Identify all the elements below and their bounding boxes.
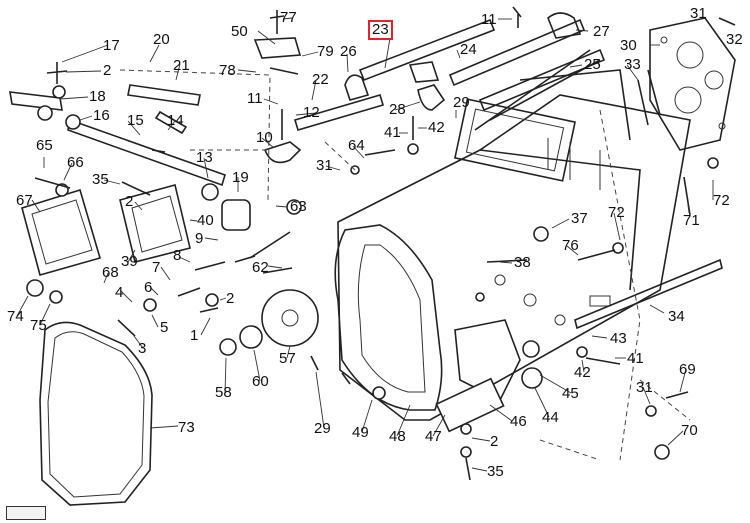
callout-64[interactable]: 64 bbox=[348, 137, 365, 154]
callout-60[interactable]: 60 bbox=[252, 373, 269, 390]
callout-11-mid[interactable]: 11 bbox=[247, 90, 263, 107]
callout-46[interactable]: 46 bbox=[510, 413, 527, 430]
callout-16[interactable]: 16 bbox=[93, 107, 110, 124]
callout-49[interactable]: 49 bbox=[352, 424, 369, 441]
callout-14[interactable]: 14 bbox=[167, 112, 184, 129]
shafts bbox=[9, 18, 723, 330]
callout-11-top[interactable]: 11 bbox=[481, 11, 497, 28]
callout-66[interactable]: 66 bbox=[67, 154, 84, 171]
callout-4[interactable]: 4 bbox=[115, 284, 124, 301]
callout-24[interactable]: 24 bbox=[460, 41, 477, 58]
callout-2-bottom[interactable]: 2 bbox=[490, 433, 499, 450]
callout-42-bottom[interactable]: 42 bbox=[574, 364, 591, 381]
callout-9[interactable]: 9 bbox=[195, 230, 204, 247]
callout-72-mid[interactable]: 72 bbox=[608, 204, 625, 221]
callout-43[interactable]: 43 bbox=[610, 330, 627, 347]
rear-cover bbox=[649, 17, 736, 151]
callout-76[interactable]: 76 bbox=[562, 237, 579, 254]
callout-48[interactable]: 48 bbox=[389, 428, 406, 445]
callout-12[interactable]: 12 bbox=[303, 104, 320, 121]
main-housing bbox=[334, 49, 691, 433]
callout-6[interactable]: 6 bbox=[144, 279, 153, 296]
callout-50[interactable]: 50 bbox=[231, 23, 248, 40]
page-stamp bbox=[6, 506, 46, 520]
callout-30[interactable]: 30 bbox=[620, 37, 637, 54]
callout-38[interactable]: 38 bbox=[514, 254, 531, 271]
assembly-lines bbox=[119, 69, 691, 461]
callout-2-upper-left[interactable]: 2 bbox=[103, 62, 112, 79]
callout-39[interactable]: 39 bbox=[121, 253, 138, 270]
callout-41-bottom[interactable]: 41 bbox=[627, 350, 644, 367]
callout-47[interactable]: 47 bbox=[425, 428, 442, 445]
callout-69[interactable]: 69 bbox=[679, 361, 696, 378]
callout-1[interactable]: 1 bbox=[190, 327, 199, 344]
callout-70[interactable]: 70 bbox=[681, 422, 698, 439]
callout-65[interactable]: 65 bbox=[36, 137, 53, 154]
callout-40[interactable]: 40 bbox=[197, 212, 214, 229]
callout-15[interactable]: 15 bbox=[127, 112, 144, 129]
callout-26[interactable]: 26 bbox=[340, 43, 357, 60]
callout-7[interactable]: 7 bbox=[152, 259, 161, 276]
callout-20[interactable]: 20 bbox=[153, 31, 170, 48]
callout-13[interactable]: 13 bbox=[196, 149, 213, 166]
callout-2-mid-left[interactable]: 2 bbox=[125, 193, 134, 210]
callout-28[interactable]: 28 bbox=[389, 101, 406, 118]
callout-23-highlighted[interactable]: 23 bbox=[368, 20, 393, 40]
callout-58[interactable]: 58 bbox=[215, 384, 232, 401]
callout-34[interactable]: 34 bbox=[668, 308, 685, 325]
callout-32[interactable]: 32 bbox=[726, 31, 743, 48]
callout-25[interactable]: 25 bbox=[584, 56, 601, 73]
callout-75[interactable]: 75 bbox=[30, 317, 47, 334]
callout-18[interactable]: 18 bbox=[89, 88, 106, 105]
callout-77[interactable]: 77 bbox=[280, 9, 297, 26]
callout-29-top[interactable]: 29 bbox=[453, 94, 470, 111]
callout-44[interactable]: 44 bbox=[542, 409, 559, 426]
callout-22[interactable]: 22 bbox=[312, 71, 329, 88]
callout-45[interactable]: 45 bbox=[562, 385, 579, 402]
callout-42-top[interactable]: 42 bbox=[428, 119, 445, 136]
callout-74[interactable]: 74 bbox=[7, 308, 24, 325]
callout-21[interactable]: 21 bbox=[173, 57, 190, 74]
callout-17[interactable]: 17 bbox=[103, 37, 120, 54]
front-gasket bbox=[39, 321, 153, 506]
callout-27[interactable]: 27 bbox=[593, 23, 610, 40]
callout-10[interactable]: 10 bbox=[256, 129, 273, 146]
callout-35-left[interactable]: 35 bbox=[92, 171, 109, 188]
callout-68[interactable]: 68 bbox=[102, 264, 119, 281]
small-parts bbox=[26, 6, 736, 481]
callout-35-bottom[interactable]: 35 bbox=[487, 463, 504, 480]
callout-2-lower-mid[interactable]: 2 bbox=[226, 290, 235, 307]
callout-5[interactable]: 5 bbox=[160, 319, 169, 336]
callout-78[interactable]: 78 bbox=[219, 62, 236, 79]
callout-8[interactable]: 8 bbox=[173, 247, 182, 264]
callout-3[interactable]: 3 bbox=[138, 340, 147, 357]
callout-31-top[interactable]: 31 bbox=[690, 5, 707, 22]
callout-73[interactable]: 73 bbox=[178, 419, 195, 436]
callout-37[interactable]: 37 bbox=[571, 210, 588, 227]
callout-41-top[interactable]: 41 bbox=[384, 124, 401, 141]
left-covers bbox=[21, 184, 191, 276]
leader-lines bbox=[16, 17, 714, 472]
callout-72-right[interactable]: 72 bbox=[713, 192, 730, 209]
callout-67[interactable]: 67 bbox=[16, 192, 33, 209]
callout-31-mid[interactable]: 31 bbox=[316, 157, 333, 174]
callout-19[interactable]: 19 bbox=[232, 169, 249, 186]
callout-29-bottom[interactable]: 29 bbox=[314, 420, 331, 437]
callout-62[interactable]: 62 bbox=[252, 259, 269, 276]
callout-57[interactable]: 57 bbox=[279, 350, 296, 367]
callout-63[interactable]: 63 bbox=[290, 198, 307, 215]
callout-71[interactable]: 71 bbox=[683, 212, 700, 229]
callout-33[interactable]: 33 bbox=[624, 56, 641, 73]
callout-31-bottom[interactable]: 31 bbox=[636, 379, 653, 396]
callout-79[interactable]: 79 bbox=[317, 43, 334, 60]
